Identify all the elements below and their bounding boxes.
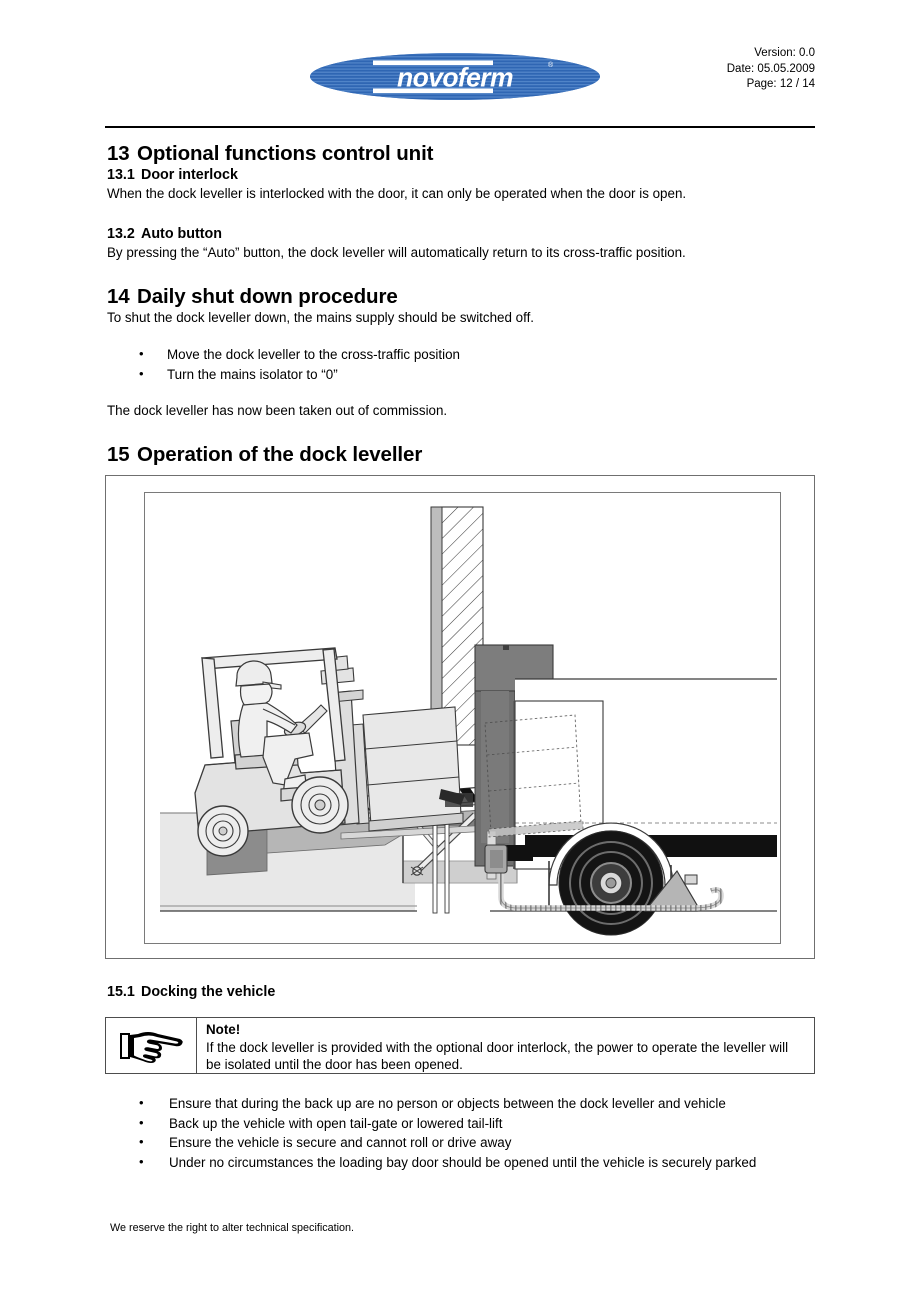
- forklift: [194, 647, 364, 857]
- heading-13-2-title: Auto button: [141, 226, 222, 242]
- list-item: Under no circumstances the loading bay d…: [107, 1152, 822, 1173]
- heading-13-1: 13.1 Door interlock: [107, 166, 819, 185]
- heading-15-1: 15.1 Docking the vehicle: [107, 983, 819, 1002]
- heading-14-number: 14: [107, 285, 130, 308]
- heading-15-number: 15: [107, 443, 130, 466]
- forklift-rear-wheel: [197, 805, 249, 857]
- dock-leveller-operation-diagram: [144, 492, 781, 944]
- heading-15-1-number: 15.1: [107, 984, 135, 1000]
- note-title: Note!: [206, 1022, 241, 1037]
- heading-13-1-number: 13.1: [107, 167, 135, 183]
- wheel-chock: [643, 869, 698, 912]
- header-date: Date: 05.05.2009: [726, 62, 815, 75]
- header-document-meta: Version: 0.0 Date: 05.05.2009 Page: 12 /…: [727, 46, 815, 93]
- note-icon-cell: [106, 1018, 197, 1073]
- list-15-1-steps: Ensure that during the back up are no pe…: [107, 1093, 822, 1173]
- heading-13-2-number: 13.2: [107, 226, 135, 242]
- paragraph-13-2: By pressing the “Auto” button, the dock …: [107, 245, 686, 260]
- header-page-number: Page: 12 / 14: [746, 78, 815, 90]
- document-body: 13 Optional functions control unit 13.1 Do…: [107, 141, 819, 467]
- truck-trailer: [505, 678, 777, 870]
- phantom-load-outline: [484, 714, 584, 838]
- heading-15-1-wrap: 15.1 Docking the vehicle: [107, 983, 819, 1002]
- header-divider-rule: [105, 126, 815, 128]
- heading-14: 14 Daily shut down procedure: [107, 284, 819, 309]
- heading-15-title: Operation of the dock leveller: [137, 443, 423, 466]
- list-item: Back up the vehicle with open tail-gate …: [107, 1113, 822, 1134]
- header-version: Version: 0.0: [754, 47, 815, 59]
- list-14-steps: Move the dock leveller to the cross-traf…: [107, 344, 819, 385]
- footer-disclaimer: We reserve the right to alter technical …: [110, 1222, 355, 1234]
- page-footer: We reserve the right to alter technical …: [110, 1221, 354, 1235]
- note-box: Note! If the dock leveller is provided w…: [105, 1017, 815, 1074]
- dock-leveller-diagram-graphic: [145, 493, 780, 943]
- novoferm-logo-graphic: novoferm ®: [310, 53, 600, 100]
- note-text-cell: Note! If the dock leveller is provided w…: [197, 1018, 814, 1073]
- list-item: Ensure the vehicle is secure and cannot …: [107, 1132, 822, 1153]
- heading-15-1-title: Docking the vehicle: [141, 984, 276, 1000]
- pointing-hand-icon: [120, 1031, 183, 1063]
- list-item: Move the dock leveller to the cross-traf…: [107, 344, 819, 365]
- illustration-frame: [105, 475, 815, 959]
- svg-text:®: ®: [548, 61, 554, 69]
- palletised-load: [350, 706, 464, 832]
- paragraph-14-outro: The dock leveller has now been taken out…: [107, 403, 448, 418]
- paragraph-13-1: When the dock leveller is interlocked wi…: [107, 186, 687, 201]
- heading-13-number: 13: [107, 142, 130, 165]
- paragraph-14-intro: To shut the dock leveller down, the main…: [107, 310, 535, 325]
- list-item: Turn the mains isolator to “0”: [107, 364, 819, 385]
- heading-13-1-title: Door interlock: [141, 167, 238, 183]
- novoferm-logo: novoferm ®: [310, 53, 600, 100]
- note-body: If the dock leveller is provided with th…: [206, 1039, 789, 1073]
- heading-13-title: Optional functions control unit: [137, 142, 434, 165]
- heading-15: 15 Operation of the dock leveller: [107, 442, 819, 467]
- list-15-1-steps-wrap: Ensure that during the back up are no pe…: [107, 1093, 822, 1173]
- heading-14-title: Daily shut down procedure: [137, 285, 398, 308]
- forklift-front-wheel: [291, 776, 349, 834]
- list-item: Ensure that during the back up are no pe…: [107, 1093, 822, 1114]
- page-header: novoferm ® Version: 0.0 Date: 05.05.2009…: [105, 46, 815, 108]
- heading-13: 13 Optional functions control unit: [107, 141, 819, 166]
- svg-text:novoferm: novoferm: [397, 63, 513, 93]
- heading-13-2: 13.2 Auto button: [107, 225, 819, 244]
